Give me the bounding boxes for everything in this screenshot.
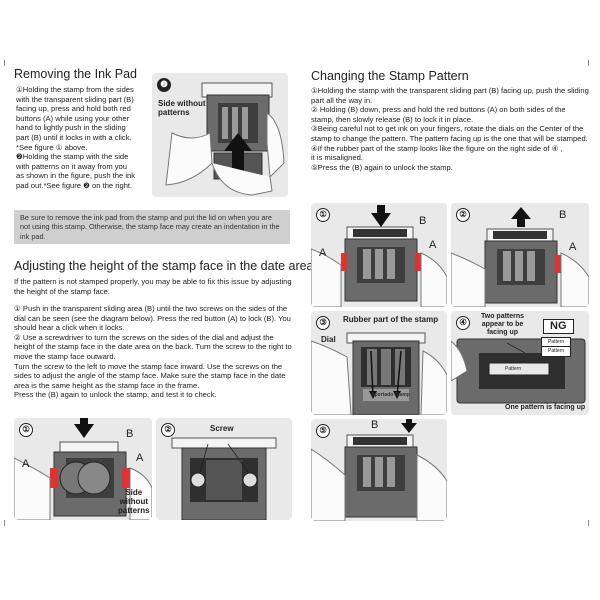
changing-title: Changing the Stamp Pattern: [311, 69, 469, 83]
figure-change-3-dial-label: Dial: [321, 335, 336, 344]
figure-change-2-label-a: A: [569, 241, 577, 253]
figure-adjust-1-side-label: Side without patterns: [118, 488, 150, 515]
crop-mark-bottom-left: [4, 520, 10, 526]
figure-change-4-one-pattern-label: One pattern is facing up: [505, 404, 586, 411]
figure-adjust-1-label-a-right: A: [136, 452, 144, 464]
figure-adjust-1-illustration: [14, 418, 152, 520]
crop-mark-top-left: [4, 60, 10, 66]
figure-change-1: ① B A A: [311, 203, 447, 307]
adjusting-title: Adjusting the height of the stamp face i…: [14, 259, 314, 273]
figure-remove-ink-pad-illustration: [165, 82, 285, 196]
figure-adjust-2-badge: ②: [161, 423, 175, 437]
crop-mark-bottom-right: [588, 520, 594, 526]
figure-remove-ink-pad: ❷ Side without patterns: [152, 73, 288, 197]
changing-steps: ①Holding the stamp with the transparent …: [311, 86, 589, 172]
figure-remove-badge: ❷: [157, 78, 171, 92]
figure-change-1-illustration: [311, 205, 447, 307]
figure-change-2-label-b: B: [559, 209, 567, 221]
figure-change-5: ⑤ B: [311, 419, 447, 521]
figure-adjust-2-illustration: [171, 437, 277, 520]
figure-change-3-badge: ③: [316, 316, 330, 330]
figure-adjust-1-label-a-left: A: [22, 458, 30, 470]
figure-change-5-label-b: B: [371, 419, 379, 431]
removing-steps: ①Holding the stamp from the sides with t…: [16, 85, 136, 190]
crop-mark-top-right: [588, 60, 594, 66]
figure-change-1-label-a-left: A: [319, 247, 327, 259]
figure-adjust-2: ② Screw: [156, 418, 292, 520]
figure-change-4-ng-badge: NG: [543, 319, 574, 334]
figure-change-1-badge: ①: [316, 208, 330, 222]
figure-change-3-rubber-label: Rubber part of the stamp: [343, 315, 439, 324]
figure-adjust-1-label-b: B: [126, 428, 134, 440]
figure-change-4-pattern-center: Pattern: [505, 366, 522, 372]
adjusting-steps: ① Push in the transparent sliding area (…: [14, 304, 292, 400]
figure-change-2-badge: ②: [456, 208, 470, 222]
adjusting-intro: If the pattern is not stamped properly, …: [14, 277, 292, 296]
figure-change-1-label-b: B: [419, 215, 427, 227]
figure-change-3-stamp-label: Aportado Stamp: [371, 392, 410, 398]
figure-change-1-label-a-right: A: [429, 239, 437, 251]
figure-change-2: ② B A: [451, 203, 589, 307]
figure-remove-side-label: Side without patterns: [158, 99, 206, 117]
figure-change-5-badge: ⑤: [316, 424, 330, 438]
figure-adjust-1: ① B A A Side without patterns: [14, 418, 152, 520]
figure-adjust-1-badge: ①: [19, 423, 33, 437]
removing-title: Removing the Ink Pad: [14, 67, 137, 81]
figure-change-4: ④ Two patterns appear to be facing up NG…: [451, 311, 589, 415]
figure-change-3-illustration: [311, 332, 447, 415]
removing-note: Be sure to remove the ink pad from the s…: [14, 210, 290, 245]
figure-change-4-two-patterns-label: Two patterns appear to be facing up: [481, 313, 525, 336]
figure-change-4-badge: ④: [456, 316, 470, 330]
figure-adjust-2-screw-label: Screw: [210, 424, 234, 433]
figure-change-3: ③ Rubber part of the stamp Dial Aportado…: [311, 311, 447, 415]
figure-change-5-illustration: [311, 419, 447, 521]
figure-change-4-pattern-bottom: Pattern: [541, 346, 572, 357]
figure-change-2-illustration: [451, 207, 589, 307]
